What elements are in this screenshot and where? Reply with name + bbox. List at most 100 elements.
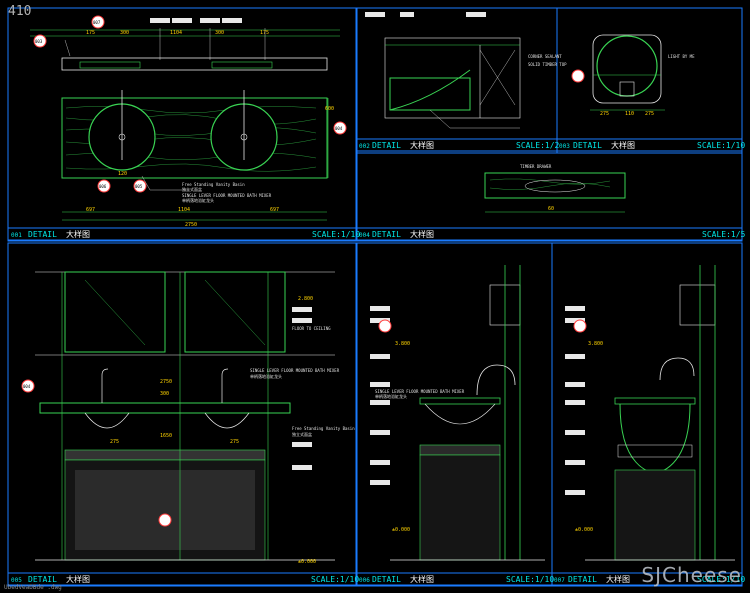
p7-scale: SCALE:1/10 bbox=[697, 575, 745, 584]
note-p5-5: 单柄落地浴缸龙头 bbox=[250, 373, 282, 379]
note-p1-1: Free Standing Vanity Basin bbox=[182, 182, 245, 187]
p5-drawing: 2750 1650 275 275 300 2.800 ±0.000 FLOOR… bbox=[21, 271, 355, 565]
p4-scale: SCALE:1/5 bbox=[702, 230, 746, 239]
svg-text:275: 275 bbox=[600, 111, 609, 117]
svg-text:004: 004 bbox=[335, 126, 343, 131]
tag-bubble bbox=[571, 69, 585, 83]
p4-drawing: 60 TIMBER DRAWER bbox=[484, 164, 626, 213]
p1-scale: SCALE:1/10 bbox=[312, 230, 360, 239]
p5-scale: SCALE:1/10 bbox=[311, 575, 359, 584]
svg-text:006: 006 bbox=[99, 184, 107, 189]
p5-cn: 大样图 bbox=[66, 574, 90, 584]
note-p6-1: SINGLE LEVER FLOOR MOUNTED BATH MIXER bbox=[375, 389, 465, 394]
dim-p1-mid: 1104 bbox=[178, 207, 190, 213]
p1-cn: 大样图 bbox=[66, 229, 90, 239]
p1-tags: 003 007 006 005 004 bbox=[33, 15, 347, 193]
p6-scale: SCALE:1/10 bbox=[506, 575, 554, 584]
note-p2-2: SOLID TIMBER TOP bbox=[528, 62, 567, 67]
svg-text:275: 275 bbox=[645, 111, 654, 117]
p5-num: 005 bbox=[11, 577, 22, 584]
p3-scale: SCALE:1/10 bbox=[697, 141, 745, 150]
p6-drawing: 3.800 ±0.000 SINGLE LEVER FLOOR MOUNTED … bbox=[370, 265, 545, 561]
p3-label: DETAIL bbox=[573, 141, 602, 150]
dim-p5-w2: 275 bbox=[110, 439, 119, 445]
p7-label: DETAIL bbox=[568, 575, 597, 584]
note-p5-2: Free Standing Vanity Basin bbox=[292, 426, 355, 431]
level-p5-floor: ±0.000 bbox=[298, 559, 316, 565]
note-p1-4: 单柄落地浴缸龙头 bbox=[182, 197, 214, 203]
note-p1-3: SINGLE LEVER FLOOR MOUNTED BATH MIXER bbox=[182, 193, 272, 198]
dim-p1-total: 2750 bbox=[185, 222, 197, 228]
level-p6-top: 3.800 bbox=[395, 341, 410, 347]
dim-p5-width: 2750 bbox=[160, 379, 172, 385]
frame-p1 bbox=[7, 7, 357, 242]
title-bars bbox=[8, 138, 742, 586]
p3-num: 003 bbox=[559, 143, 570, 150]
svg-text:175: 175 bbox=[260, 30, 269, 36]
svg-text:003: 003 bbox=[35, 39, 43, 44]
frame-p3 bbox=[556, 7, 743, 154]
p4-cn: 大样图 bbox=[410, 229, 434, 239]
svg-text:004: 004 bbox=[23, 384, 31, 389]
svg-text:007: 007 bbox=[93, 20, 101, 25]
p6-num: 006 bbox=[359, 577, 370, 584]
dim-p1-left: 697 bbox=[86, 207, 95, 213]
panel-frames bbox=[7, 7, 743, 587]
note-p5-1: FLOOR TO CEILING bbox=[292, 326, 331, 331]
p7-num: 007 bbox=[554, 577, 565, 584]
note-p4-1: TIMBER DRAWER bbox=[520, 164, 552, 169]
p1-label: DETAIL bbox=[28, 230, 57, 239]
p7-cn: 大样图 bbox=[606, 574, 630, 584]
dim-p1-right: 697 bbox=[270, 207, 279, 213]
tag-bubble bbox=[573, 319, 587, 333]
p2-scale: SCALE:1/2 bbox=[516, 141, 560, 150]
frame-p4 bbox=[356, 152, 743, 242]
watermark: SJCheese bbox=[641, 563, 742, 587]
p2-cn: 大样图 bbox=[410, 140, 434, 150]
frame-p2 bbox=[356, 7, 558, 154]
p7-drawing: 3.800 ±0.000 bbox=[565, 265, 735, 561]
panel-titles: 001 DETAIL 大样图 SCALE:1/10 002 DETAIL 大样图… bbox=[11, 140, 746, 584]
p5-label: DETAIL bbox=[28, 575, 57, 584]
level-p5-top: 2.800 bbox=[298, 296, 313, 302]
tag-bubble bbox=[333, 121, 347, 135]
p4-num: 004 bbox=[359, 232, 370, 239]
dim-p5-hsmall: 300 bbox=[160, 391, 169, 397]
dim-p4-h: 60 bbox=[548, 206, 554, 212]
level-p7-top: 3.800 bbox=[588, 341, 603, 347]
frame-p5 bbox=[7, 242, 357, 587]
p6-cn: 大样图 bbox=[410, 574, 434, 584]
tag-bubble bbox=[97, 179, 111, 193]
p2-num: 002 bbox=[359, 143, 370, 150]
dim-p5-w3: 275 bbox=[230, 439, 239, 445]
tag-bubble bbox=[91, 15, 105, 29]
tag-bubble bbox=[158, 513, 172, 527]
level-p7-floor: ±0.000 bbox=[575, 527, 593, 533]
tag-bubble bbox=[378, 319, 392, 333]
page-number: 410 bbox=[8, 4, 32, 19]
svg-text:175: 175 bbox=[86, 30, 95, 36]
p2-label: DETAIL bbox=[372, 141, 401, 150]
frame-p7 bbox=[551, 242, 743, 587]
p4-label: DETAIL bbox=[372, 230, 401, 239]
tag-bubble bbox=[21, 379, 35, 393]
dim-p5-height: 1650 bbox=[160, 433, 172, 439]
level-p6-floor: ±0.000 bbox=[392, 527, 410, 533]
note-p3-1: LIGHT BY ME bbox=[668, 54, 695, 59]
svg-text:1104: 1104 bbox=[170, 30, 182, 36]
p3-cn: 大样图 bbox=[611, 140, 635, 150]
svg-text:300: 300 bbox=[120, 30, 129, 36]
p6-label: DETAIL bbox=[372, 575, 401, 584]
note-p2-1: CORNER SEALANT bbox=[528, 54, 562, 59]
dim-p1-side: 600 bbox=[325, 106, 334, 112]
p2-drawing: CORNER SEALANT SOLID TIMBER TOP bbox=[365, 12, 567, 129]
p1-num: 001 bbox=[11, 232, 22, 239]
note-p5-3: 独立式面盆 bbox=[292, 431, 312, 437]
tag-bubble bbox=[133, 179, 147, 193]
svg-text:005: 005 bbox=[135, 184, 143, 189]
svg-text:300: 300 bbox=[215, 30, 224, 36]
tag-bubble bbox=[33, 34, 47, 48]
